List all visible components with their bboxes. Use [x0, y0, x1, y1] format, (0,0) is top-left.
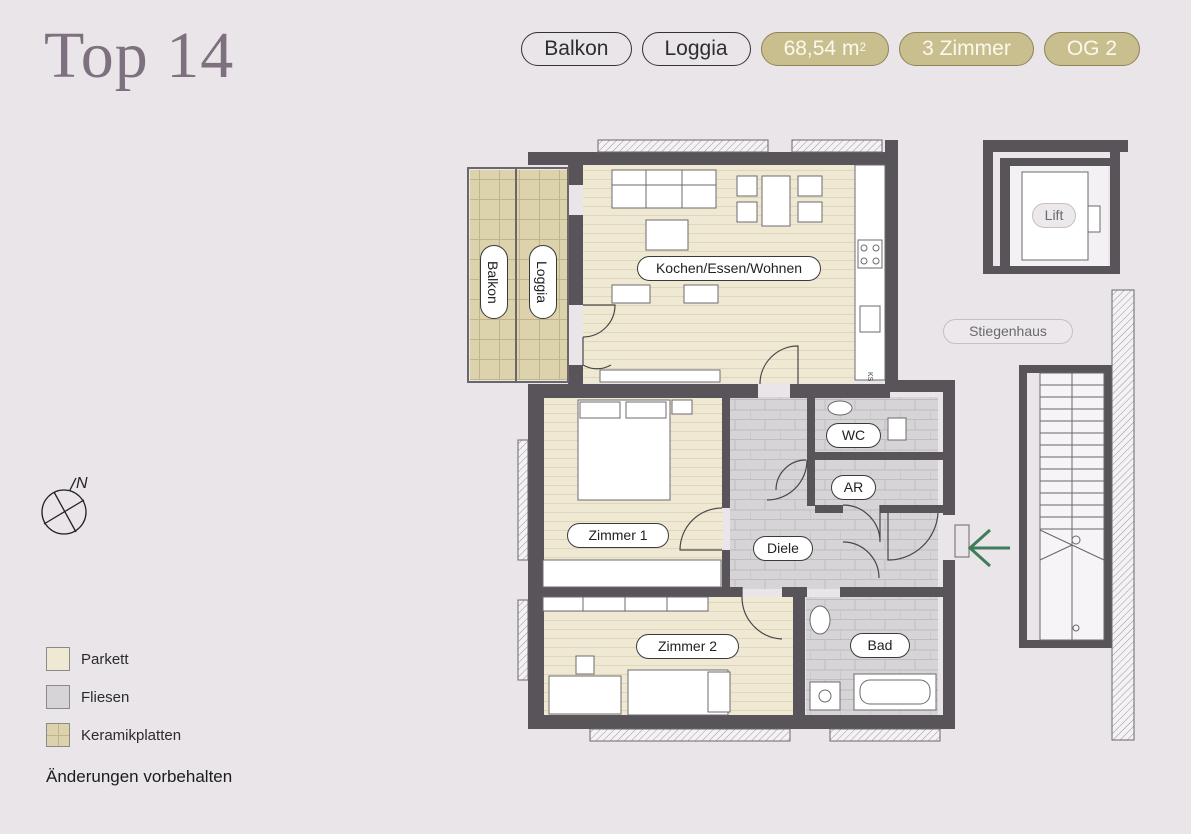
legend-label: Keramikplatten: [81, 726, 182, 744]
legend-swatch-keramik: [46, 723, 70, 747]
badge-floor: OG 2: [1043, 32, 1140, 66]
legend-item-fliesen: Fliesen: [46, 678, 181, 716]
room-label-zimmer1: Zimmer 1: [567, 523, 669, 548]
legend-item-parkett: Parkett: [46, 640, 181, 678]
room-label-bad: Bad: [850, 633, 910, 658]
walls: [528, 140, 1128, 729]
room-label-stiegenhaus: Stiegenhaus: [943, 319, 1073, 344]
room-label-loggia: Loggia: [529, 245, 557, 319]
legend-item-keramik: Keramikplatten: [46, 716, 181, 754]
room-label-ar: AR: [831, 475, 876, 500]
compass-icon: N: [41, 475, 88, 535]
legend-label: Parkett: [81, 650, 129, 668]
legend-label: Fliesen: [81, 688, 130, 706]
badge-area-unit-sup: 2: [859, 40, 867, 54]
windows: [517, 139, 1135, 742]
compass-letter: N: [76, 475, 88, 492]
entrance-arrow: [954, 524, 1010, 568]
page-title: Top 14: [44, 19, 235, 92]
room-label-kitchen: Kochen/Essen/Wohnen: [637, 256, 821, 281]
legend-swatch-parkett: [46, 647, 70, 671]
disclaimer: Änderungen vorbehalten: [46, 767, 233, 786]
badge-area-value: 68,54 m: [783, 37, 860, 60]
furniture: [542, 164, 1101, 716]
balcony-outline: [467, 167, 569, 383]
legend-swatch-fliesen: [46, 685, 70, 709]
doors: [582, 304, 939, 640]
badge-bar: Balkon Loggia 68,54 m2 3 Zimmer OG 2: [521, 32, 1140, 66]
badge-loggia: Loggia: [641, 32, 751, 66]
staircase: [1039, 372, 1105, 641]
ks-label: KS: [866, 372, 873, 382]
room-label-zimmer2: Zimmer 2: [636, 634, 739, 659]
room-label-diele: Diele: [753, 536, 813, 561]
badge-balkon: Balkon: [521, 32, 632, 66]
room-label-balkon: Balkon: [480, 245, 508, 319]
badge-area: 68,54 m2: [760, 32, 890, 66]
room-label-lift: Lift: [1032, 203, 1076, 228]
room-label-wc: WC: [826, 423, 881, 448]
badge-rooms: 3 Zimmer: [899, 32, 1034, 66]
legend: Parkett Fliesen Keramikplatten: [46, 640, 181, 754]
